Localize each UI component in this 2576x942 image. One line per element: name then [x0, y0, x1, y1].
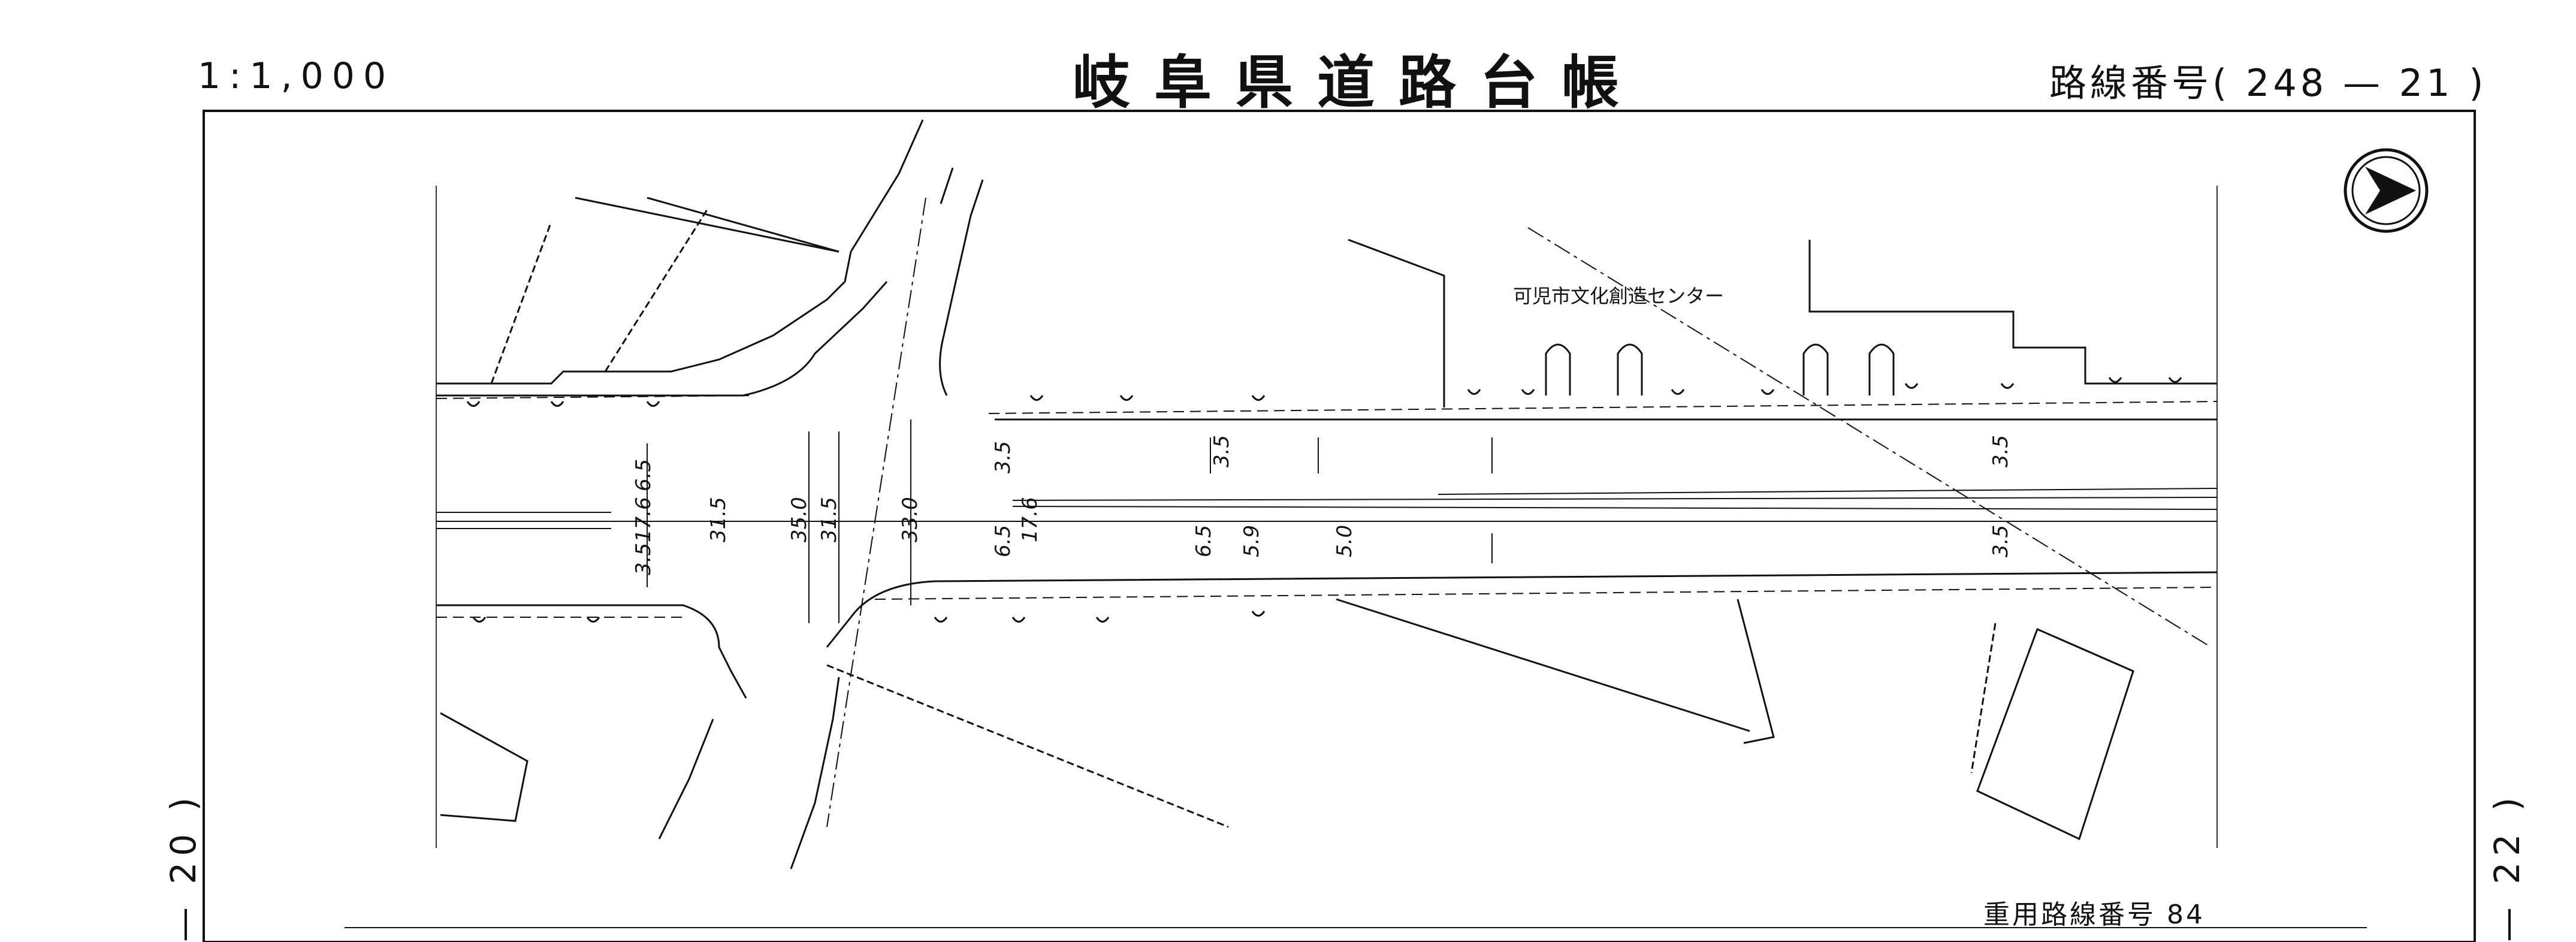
dimension-label: 17.6	[1018, 497, 1042, 542]
tree-symbols	[466, 377, 2182, 623]
centerlines	[826, 197, 2212, 828]
dimension-label: 5.0	[1333, 525, 1357, 557]
dimension-label: 17.6	[632, 497, 656, 542]
page-title: 岐阜県道路台帳	[1073, 49, 1643, 116]
north-arrow-icon	[2344, 148, 2429, 233]
main-road	[436, 251, 2218, 699]
dimension-label: 31.5	[817, 497, 841, 542]
buildings	[440, 197, 2217, 841]
fences	[490, 209, 1997, 828]
dimension-label: 6.5	[1192, 525, 1216, 557]
dimension-label: 3.5	[991, 441, 1015, 473]
map-frame	[203, 110, 2476, 942]
heavy-route-number: 重用路線番号 84	[1983, 899, 2205, 930]
map-scale: 1:1,000	[198, 55, 395, 97]
dimension-label: 31.5	[706, 497, 730, 542]
dimension-label: 3.5	[1210, 435, 1234, 467]
route-number-value: ( 248 — 21 )	[2212, 61, 2487, 105]
dimension-label: 5.9	[1240, 525, 1264, 557]
sidewalk-lines	[436, 395, 2218, 618]
sheet-link-left: — 20 )	[163, 791, 204, 942]
route-number: 路線番号( 248 — 21 )	[2049, 53, 2487, 107]
dimension-lines	[647, 419, 1493, 623]
dimension-label: 35.0	[787, 497, 811, 542]
dimension-label: 3.5	[632, 543, 656, 575]
dimension-label: 3.5	[1989, 525, 2013, 557]
cross-road	[658, 119, 984, 869]
driveways	[1545, 343, 1895, 395]
dimension-label: 33.0	[898, 497, 922, 542]
dimension-label: 6.5	[632, 459, 656, 491]
facility-label: 可児市文化創造センター	[1513, 285, 1724, 307]
dimension-label: 6.5	[991, 525, 1015, 557]
dimension-label: 3.5	[1989, 435, 2013, 467]
route-prefix: 路線番号	[2049, 61, 2213, 105]
sheet-link-right: — 22 )	[2487, 791, 2527, 942]
